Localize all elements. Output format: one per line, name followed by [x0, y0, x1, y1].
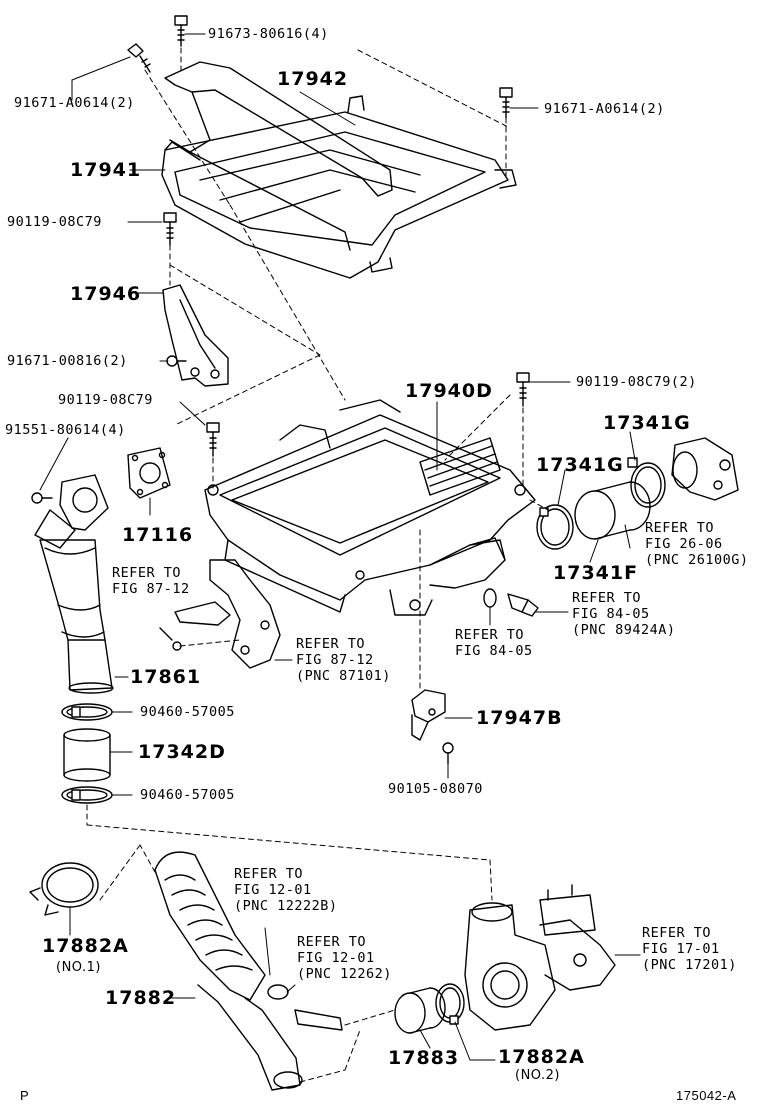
label-17882a-no2: 17882A [498, 1046, 585, 1068]
intercooler-cover-17941 [161, 95, 517, 279]
gasket-17116 [127, 447, 171, 499]
label-91671-a0614-right: 91671-A0614(2) [544, 101, 665, 117]
inlet-hose-17882 [154, 851, 303, 1091]
label-17940d: 17940D [405, 380, 493, 402]
bolt-90119-b-icon [206, 422, 220, 457]
label-17341g-lower: 17341G [536, 454, 624, 476]
label-17882a-no1: 17882A [42, 935, 129, 957]
refer-line-2: FIG 84-05 [572, 606, 650, 622]
label-17942: 17942 [277, 68, 349, 90]
refer-fig-87-12-left: REFER TO FIG 87-12 [112, 565, 190, 597]
hose-17883 [394, 987, 446, 1034]
refer-line-1: REFER TO [112, 565, 182, 581]
label-91673-80616: 91673-80616(4) [208, 26, 329, 42]
sensor-icon [507, 593, 539, 617]
refer-fig-84-05-left: REFER TO FIG 84-05 [455, 627, 533, 659]
label-17882a-no2-note: (NO.2) [515, 1068, 560, 1083]
refer-line-2: FIG 87-12 [296, 652, 374, 668]
label-90460-57005-lower: 90460-57005 [140, 787, 235, 803]
refer-line-1: REFER TO [234, 866, 304, 882]
dashed-leader-lines [86, 47, 549, 1083]
label-90119-08c79-c: 90119-08C79(2) [576, 374, 697, 390]
label-17116: 17116 [122, 524, 194, 546]
label-17342d: 17342D [138, 741, 226, 763]
label-17946: 17946 [70, 283, 142, 305]
bracket-17947b [411, 689, 446, 741]
label-17882a-no1-note: (NO.1) [56, 960, 101, 975]
refer-line-2: FIG 12-01 [234, 882, 312, 898]
stay-bracket-17946 [162, 284, 229, 387]
page-mark: P [20, 1088, 30, 1103]
hose-17342d [63, 728, 111, 782]
refer-line-2: FIG 26-06 [645, 536, 723, 552]
refer-fig-87-12-right: REFER TO FIG 87-12 (PNC 87101) [296, 636, 391, 684]
hose-clamp-17882a-no2 [435, 983, 465, 1025]
label-90119-08c79-b: 90119-08C79 [58, 392, 153, 408]
throttle-body [671, 437, 739, 501]
label-17861: 17861 [130, 666, 202, 688]
small-hose [267, 984, 343, 1031]
callout-lines [39, 33, 641, 1061]
turbocharger [464, 884, 616, 1031]
refer-line-2: FIG 87-12 [112, 581, 190, 597]
hose-clamp-90460-lower-icon [61, 786, 113, 804]
refer-fig-12-01-a: REFER TO FIG 12-01 (PNC 12222B) [234, 866, 338, 914]
intercooler-core-17940d [204, 399, 536, 616]
label-17882: 17882 [105, 987, 177, 1009]
intercooler-pipe-17861 [34, 474, 114, 694]
bolt-91673-icon [174, 15, 188, 47]
label-17341g-upper: 17341G [603, 412, 691, 434]
refer-line-1: REFER TO [572, 590, 642, 606]
refer-line-3: (PNC 12262) [297, 966, 392, 982]
bolt-90119-c-icon [516, 372, 530, 407]
refer-line-3: (PNC 87101) [296, 668, 391, 684]
hose-clamp-90460-upper-icon [61, 703, 113, 721]
mounting-bracket [174, 559, 281, 669]
refer-line-3: (PNC 26100G) [645, 552, 749, 568]
refer-fig-17-01: REFER TO FIG 17-01 (PNC 17201) [642, 925, 737, 973]
hose-17341f [574, 481, 651, 540]
refer-fig-26-06: REFER TO FIG 26-06 (PNC 26100G) [645, 520, 749, 568]
refer-line-2: FIG 17-01 [642, 941, 720, 957]
hose-clamp-17341g-lower [536, 504, 574, 550]
bolt-91671-left-icon [127, 43, 151, 73]
label-90460-57005-upper: 90460-57005 [140, 704, 235, 720]
refer-fig-84-05-right: REFER TO FIG 84-05 (PNC 89424A) [572, 590, 676, 638]
bolt-91551-icon [31, 492, 53, 504]
illustration-id: 175042-A [676, 1088, 737, 1103]
bolt-91671-right-icon [499, 87, 513, 119]
label-90119-08c79-a: 90119-08C79 [7, 214, 102, 230]
label-17947b: 17947B [476, 707, 563, 729]
label-17341f: 17341F [553, 562, 639, 584]
refer-line-1: REFER TO [296, 636, 366, 652]
refer-fig-12-01-b: REFER TO FIG 12-01 (PNC 12262) [297, 934, 392, 982]
label-90105-08070: 90105-08070 [388, 781, 483, 797]
cover-handle-17942 [164, 61, 393, 251]
refer-line-1: REFER TO [642, 925, 712, 941]
refer-line-2: FIG 84-05 [455, 643, 533, 659]
label-91671-a0614-left: 91671-A0614(2) [14, 95, 135, 111]
hose-clamp-17341g-upper [627, 457, 666, 508]
label-91671-00816: 91671-00816(2) [7, 353, 128, 369]
o-ring-icon [483, 588, 497, 608]
refer-line-3: (PNC 17201) [642, 957, 737, 973]
refer-line-3: (PNC 89424A) [572, 622, 676, 638]
refer-line-1: REFER TO [297, 934, 367, 950]
label-17941: 17941 [70, 159, 142, 181]
refer-line-1: REFER TO [455, 627, 525, 643]
refer-line-1: REFER TO [645, 520, 715, 536]
refer-line-3: (PNC 12222B) [234, 898, 338, 914]
bolt-90105-icon [442, 742, 454, 765]
bolt-bracket-icon [159, 627, 182, 651]
label-91551-80614: 91551-80614(4) [5, 422, 126, 438]
label-17883: 17883 [388, 1047, 460, 1069]
refer-line-2: FIG 12-01 [297, 950, 375, 966]
bolt-90119-a-icon [163, 212, 177, 246]
hose-clamp-17882a-no1 [29, 862, 99, 916]
